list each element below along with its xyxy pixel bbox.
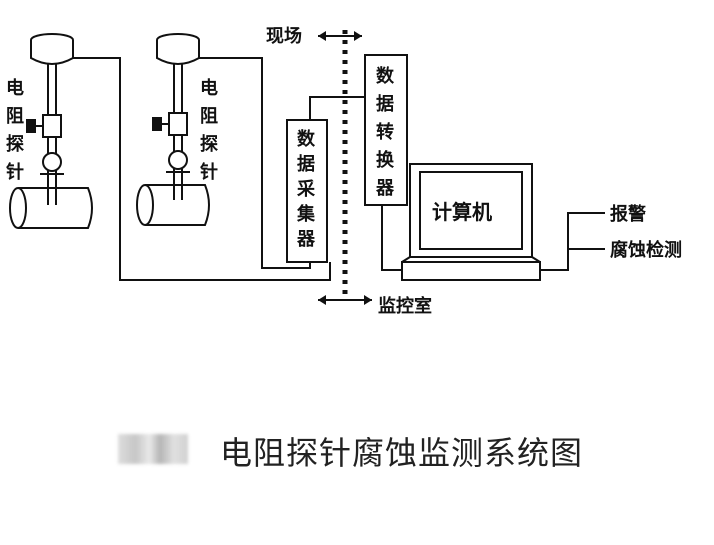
label-probe-right-1: 电 xyxy=(200,77,218,99)
label-site: 现场 xyxy=(266,26,302,47)
label-corrosion-detect: 腐蚀检测 xyxy=(610,239,682,261)
wire-left-probe xyxy=(73,57,331,281)
label-collector-3: 采 xyxy=(296,179,316,200)
wire-collector-converter xyxy=(309,96,368,120)
label-control-room: 监控室 xyxy=(378,295,432,317)
label-probe-left-1: 电 xyxy=(6,77,24,99)
label-collector-4: 集 xyxy=(296,203,316,225)
label-alarm: 报警 xyxy=(610,203,646,225)
label-converter-2: 据 xyxy=(376,93,394,115)
data-converter-box xyxy=(364,54,408,206)
wire-alarm xyxy=(540,212,605,271)
computer xyxy=(401,163,541,281)
probe-right xyxy=(136,33,210,226)
label-collector-5: 器 xyxy=(296,229,316,250)
label-probe-right-3: 探 xyxy=(200,133,219,155)
label-converter-1: 数 xyxy=(376,65,395,87)
label-converter-5: 器 xyxy=(375,178,395,199)
label-converter-4: 换 xyxy=(376,149,395,171)
label-probe-right-2: 阻 xyxy=(200,106,218,127)
label-collector-2: 据 xyxy=(297,153,315,175)
label-probe-left-2: 阻 xyxy=(6,106,24,127)
wire-right-probe xyxy=(199,57,311,269)
label-probe-right-4: 针 xyxy=(200,161,218,183)
blurred-logo xyxy=(118,434,188,464)
data-collector-box xyxy=(286,119,328,263)
label-converter-3: 转 xyxy=(376,121,394,143)
label-probe-left-3: 探 xyxy=(6,133,25,155)
figure-caption: 电阻探针腐蚀监测系统图 xyxy=(220,434,584,472)
wire-converter-computer xyxy=(381,205,408,271)
label-collector-1: 数 xyxy=(297,128,316,150)
probe-left xyxy=(9,33,93,229)
label-probe-left-4: 针 xyxy=(6,161,24,183)
label-computer: 计算机 xyxy=(432,200,492,224)
